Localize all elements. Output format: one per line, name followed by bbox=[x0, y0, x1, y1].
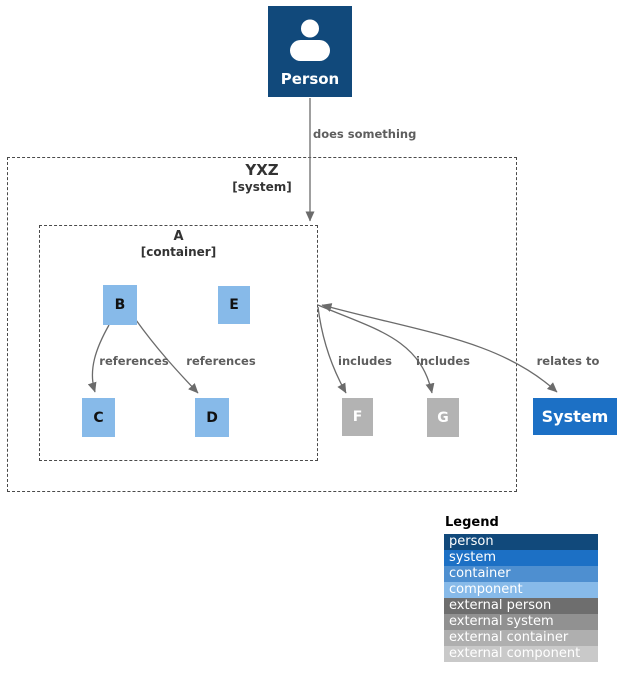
legend-item-external-container: external container bbox=[444, 630, 598, 646]
person-icon bbox=[290, 19, 330, 61]
boundary-yxz-name: YXZ bbox=[245, 161, 279, 179]
legend-item-external-component: external component bbox=[444, 646, 598, 662]
edge-label-relates-to: relates to bbox=[536, 354, 600, 368]
node-g-label: G bbox=[437, 409, 449, 426]
node-b-label: B bbox=[114, 297, 126, 313]
node-person: Person bbox=[268, 6, 352, 97]
node-e-label: E bbox=[229, 297, 239, 313]
edge-b-to-d bbox=[135, 319, 199, 394]
boundary-a-name: A bbox=[173, 229, 184, 244]
edge-label-references-d: references bbox=[186, 354, 256, 368]
node-d: D bbox=[195, 398, 229, 437]
legend-item-external-person: external person bbox=[444, 598, 598, 614]
node-c: C bbox=[82, 398, 115, 437]
boundary-a-container: A [container] bbox=[39, 225, 318, 461]
boundary-yxz-type: [system] bbox=[232, 179, 292, 194]
boundary-a-title: A [container] bbox=[40, 229, 317, 260]
legend-title: Legend bbox=[445, 515, 499, 530]
legend-item-component: component bbox=[444, 582, 598, 598]
node-g: G bbox=[427, 398, 459, 437]
legend: Legend person system container component… bbox=[444, 515, 598, 662]
boundary-yxz-title: YXZ [system] bbox=[8, 161, 516, 195]
node-system-label: System bbox=[541, 407, 609, 426]
node-person-label: Person bbox=[280, 70, 340, 88]
node-e: E bbox=[218, 286, 250, 324]
edge-label-does-something: does something bbox=[313, 127, 417, 141]
node-system: System bbox=[533, 398, 617, 435]
edge-a-system-relates bbox=[321, 303, 558, 393]
edge-label-references-c: references bbox=[99, 354, 169, 368]
legend-item-container: container bbox=[444, 566, 598, 582]
legend-item-external-system: external system bbox=[444, 614, 598, 630]
node-f: F bbox=[342, 398, 373, 436]
node-b: B bbox=[103, 285, 137, 325]
edge-b-to-c bbox=[87, 324, 110, 393]
legend-item-system: system bbox=[444, 550, 598, 566]
node-c-label: C bbox=[93, 409, 104, 426]
boundary-a-type: [container] bbox=[140, 245, 217, 260]
edge-label-includes-f: includes bbox=[338, 354, 392, 368]
legend-item-person: person bbox=[444, 534, 598, 550]
node-d-label: D bbox=[206, 409, 218, 426]
node-f-label: F bbox=[352, 409, 363, 425]
edge-label-includes-g: includes bbox=[416, 354, 470, 368]
edge-a-to-f bbox=[317, 306, 347, 394]
